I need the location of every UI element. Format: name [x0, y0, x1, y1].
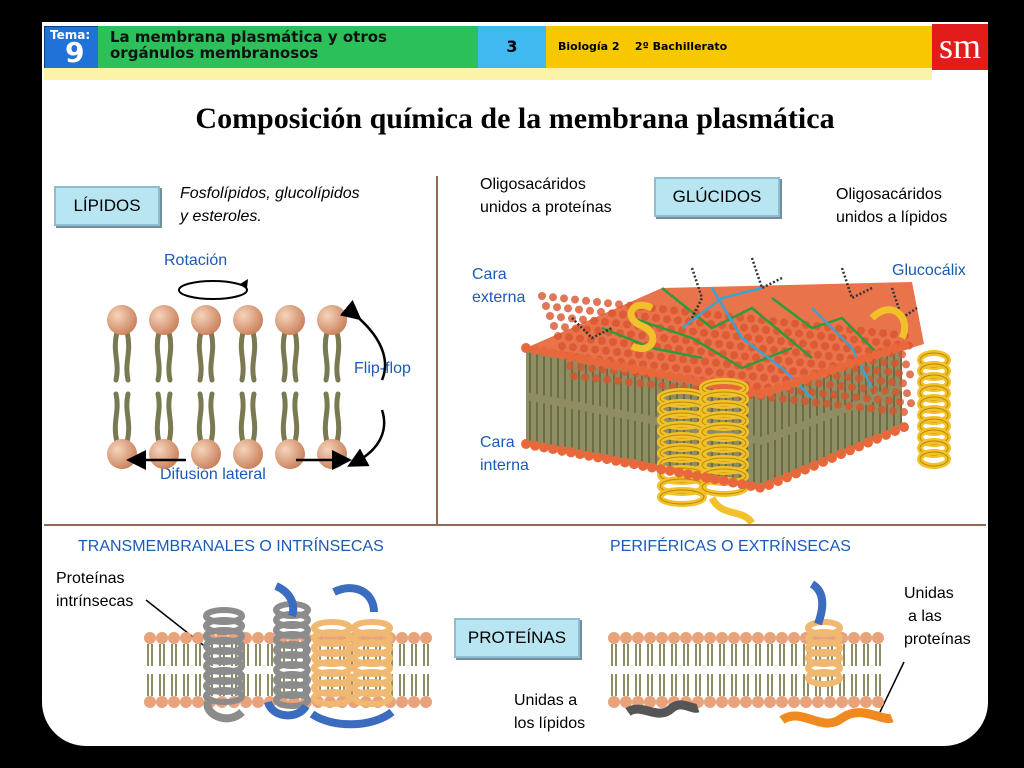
lipidos-description-1: Fosfolípidos, glucolípidos: [180, 185, 360, 202]
tema-badge: Tema: 9: [44, 26, 100, 70]
logo-text: sm: [938, 26, 981, 66]
lipid-top-leaflet: [107, 305, 347, 383]
unidas-lipidos-label-2: los lípidos: [514, 715, 586, 732]
flip-flop-label: Flip-flop: [354, 360, 411, 377]
horizontal-divider: [44, 524, 986, 526]
perifericas-heading: PERIFÉRICAS O EXTRÍNSECAS: [610, 538, 851, 555]
tema-number: 9: [65, 36, 85, 69]
transmembrane-proteins: [627, 301, 951, 524]
glucidos-box: GLÚCIDOS: [654, 177, 780, 217]
flip-flop-arrow-top: [339, 299, 387, 381]
rotation-arrow: [178, 280, 248, 300]
cara-externa-label-1: Cara: [472, 266, 507, 283]
publisher-logo: sm: [932, 24, 988, 70]
unidas-lipidos-label-1: Unidas a: [514, 692, 578, 709]
oligo-lipidos-label-1: Oligosacáridos: [836, 186, 942, 203]
lipid-bottom-leaflet: [107, 391, 347, 469]
course-label: Biología 2 2º Bachillerato: [558, 40, 728, 53]
slide: Tema: 9 La membrana plasmática y otros o…: [42, 22, 988, 746]
proteinas-intrinsecas-label-2: intrínsecas: [56, 593, 134, 610]
flip-flop-arrow-bottom: [347, 409, 386, 467]
glucocalix-label: Glucocálix: [892, 262, 966, 279]
intrinsecas-leader-line: [145, 599, 213, 653]
cara-interna-label-2: interna: [480, 457, 529, 474]
unidas-proteinas-label-2: a las: [908, 608, 942, 625]
oligo-lipidos-label-2: unidos a lípidos: [836, 209, 948, 226]
oligo-proteinas-label-2: unidos a proteínas: [480, 199, 612, 216]
oligo-proteinas-label-1: Oligosacáridos: [480, 176, 586, 193]
slide-title: Composición química de la membrana plasm…: [195, 102, 835, 135]
protein-diagrams: [144, 580, 905, 729]
header-title-block: La membrana plasmática y otros orgánulos…: [98, 26, 478, 68]
transmembranales-heading: TRANSMEMBRANALES O INTRÍNSECAS: [78, 538, 384, 555]
vertical-divider: [436, 176, 438, 524]
cara-interna-label-1: Cara: [480, 434, 515, 451]
course-block: Biología 2 2º Bachillerato: [546, 26, 932, 68]
proteinas-intrinsecas-label-1: Proteínas: [56, 570, 125, 587]
peripheral-bilayer: [608, 632, 884, 708]
lipid-bilayer-diagram: [107, 279, 387, 470]
lipidos-box: LÍPIDOS: [54, 186, 160, 226]
unit-number-block: 3: [478, 26, 546, 68]
difusion-lateral-label: Difusión lateral: [160, 466, 266, 483]
tema-label: Tema:: [50, 28, 91, 42]
unidas-proteinas-leader-line: [879, 661, 905, 713]
lipidos-description-2: y esteroles.: [180, 208, 262, 225]
header-strip: [44, 68, 932, 80]
cara-externa-label-2: externa: [472, 289, 526, 306]
proteinas-box: PROTEÍNAS: [454, 618, 580, 658]
header-title: La membrana plasmática y otros orgánulos…: [110, 28, 387, 62]
rotacion-label: Rotación: [164, 252, 228, 269]
unidas-proteinas-label-3: proteínas: [904, 631, 971, 648]
unidas-proteinas-label-1: Unidas: [904, 585, 954, 602]
membrane-3d-diagram: [521, 257, 951, 524]
unit-number: 3: [506, 37, 518, 56]
